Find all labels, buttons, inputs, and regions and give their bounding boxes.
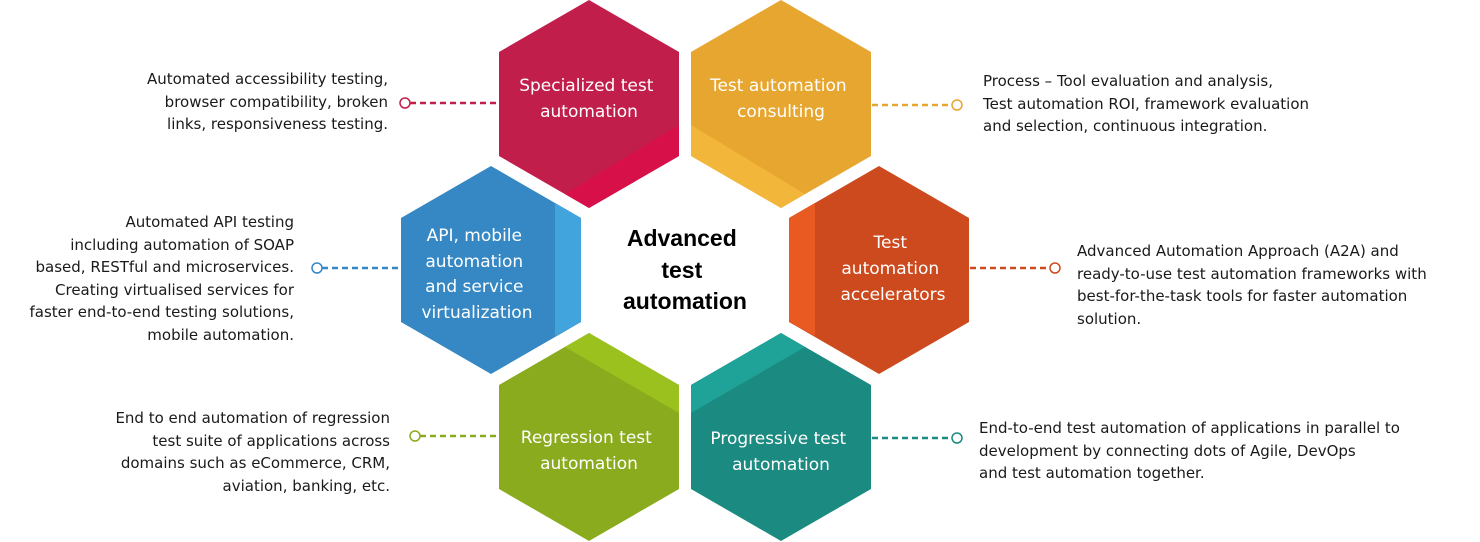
description-line: including automation of SOAP xyxy=(70,235,294,254)
description-line: faster end-to-end testing solutions, xyxy=(29,303,294,321)
description-progressive: End-to-end test automation of applicatio… xyxy=(979,417,1400,485)
hex-accent-progressive xyxy=(691,333,805,413)
connector-accelerators xyxy=(970,262,1061,274)
svg-text:API, mobile automation: API, mobile automation and service virtu… xyxy=(422,226,533,323)
description-line: solution. xyxy=(1077,309,1142,328)
hex-label-api-2: automation xyxy=(425,252,523,272)
hex-accent-api xyxy=(555,203,581,336)
description-consulting: Process – Tool evaluation and analysis, … xyxy=(983,70,1309,138)
description-line: and test automation together. xyxy=(979,464,1205,482)
hex-body-api xyxy=(401,166,581,374)
hex-label-api-1: API, mobile xyxy=(427,226,522,246)
description-line: based, RESTful and microservices. xyxy=(35,258,294,276)
center-title-line-2: test xyxy=(661,257,702,283)
hexagon-specialized: Specialized test automation xyxy=(499,0,679,208)
description-line: links, responsiveness testing. xyxy=(167,115,388,133)
description-line: aviation, banking, etc. xyxy=(222,476,390,495)
hex-label-specialized-2: automation xyxy=(540,102,638,122)
connector-consulting xyxy=(872,99,963,111)
hex-label-api-4: virtualization xyxy=(422,303,533,323)
connector-specialized xyxy=(399,97,498,109)
description-accelerators: Advanced Automation Approach (A2A) and r… xyxy=(1077,240,1427,330)
hex-body-accelerators xyxy=(789,166,969,374)
svg-text:Test automation ac: Test automation accelerators xyxy=(840,233,945,305)
svg-text:Specialized test automat: Specialized test automation xyxy=(519,76,659,122)
svg-text:Progressive test automat: Progressive test automation xyxy=(710,429,851,475)
connector-regression xyxy=(409,430,498,442)
hex-label-accelerators-1: Test xyxy=(873,233,908,253)
hex-label-regression-2: automation xyxy=(540,454,638,474)
hex-label-consulting-1: Test automation xyxy=(709,76,847,96)
description-line: Automated API testing xyxy=(125,213,294,231)
hex-label-api-3: and service xyxy=(425,277,523,297)
description-line: Creating virtualised services for xyxy=(55,280,294,299)
hex-accent-specialized xyxy=(565,125,679,208)
description-line: and selection, continuous integration. xyxy=(983,117,1268,135)
hex-label-regression-1: Regression test xyxy=(521,428,652,448)
hexagon-api: API, mobile automation and service virtu… xyxy=(401,166,581,374)
hex-accent-regression xyxy=(565,333,679,413)
center-title-line-3: automation xyxy=(623,288,747,314)
hex-label-progressive-1: Progressive test xyxy=(710,429,846,449)
description-line: mobile automation. xyxy=(147,325,294,344)
connector-progressive xyxy=(872,432,963,444)
hexagon-accelerators: Test automation accelerators xyxy=(789,166,969,374)
description-line: Process – Tool evaluation and analysis, xyxy=(983,72,1273,90)
description-specialized: Automated accessibility testing, browser… xyxy=(147,68,388,136)
description-line: test suite of applications across xyxy=(152,431,390,450)
hex-label-accelerators-3: accelerators xyxy=(840,285,945,305)
description-line: End-to-end test automation of applicatio… xyxy=(979,419,1400,437)
hexagon-regression: Regression test automation xyxy=(499,333,679,541)
svg-text:Test automation consulti: Test automation consulting xyxy=(709,76,852,122)
hex-label-specialized-1: Specialized test xyxy=(519,76,654,96)
description-line: Advanced Automation Approach (A2A) and xyxy=(1077,242,1399,260)
center-title-line-1: Advanced xyxy=(627,225,737,251)
hexagon-progressive: Progressive test automation xyxy=(691,333,871,541)
description-line: domains such as eCommerce, CRM, xyxy=(120,454,390,472)
description-regression: End to end automation of regression test… xyxy=(115,407,390,497)
description-line: development by connecting dots of Agile,… xyxy=(979,441,1356,460)
hex-accent-accelerators xyxy=(789,203,815,336)
svg-text:Regression test automati: Regression test automation xyxy=(521,428,657,474)
description-line: End to end automation of regression xyxy=(115,409,390,427)
hex-label-accelerators-2: automation xyxy=(841,259,939,279)
hex-label-progressive-2: automation xyxy=(732,455,830,475)
description-line: browser compatibility, broken xyxy=(164,92,388,111)
hexagon-consulting: Test automation consulting xyxy=(691,0,871,208)
hex-accent-consulting xyxy=(691,125,805,208)
description-api: Automated API testing including automati… xyxy=(29,211,294,346)
center-title: Advanced test automation xyxy=(623,225,747,314)
description-line: ready-to-use test automation frameworks … xyxy=(1077,264,1427,283)
description-line: best-for-the-task tools for faster autom… xyxy=(1077,287,1408,305)
hex-label-consulting-2: consulting xyxy=(737,102,825,122)
description-line: Automated accessibility testing, xyxy=(146,70,388,88)
connector-api xyxy=(311,262,400,274)
description-line: Test automation ROI, framework evaluatio… xyxy=(983,94,1310,113)
